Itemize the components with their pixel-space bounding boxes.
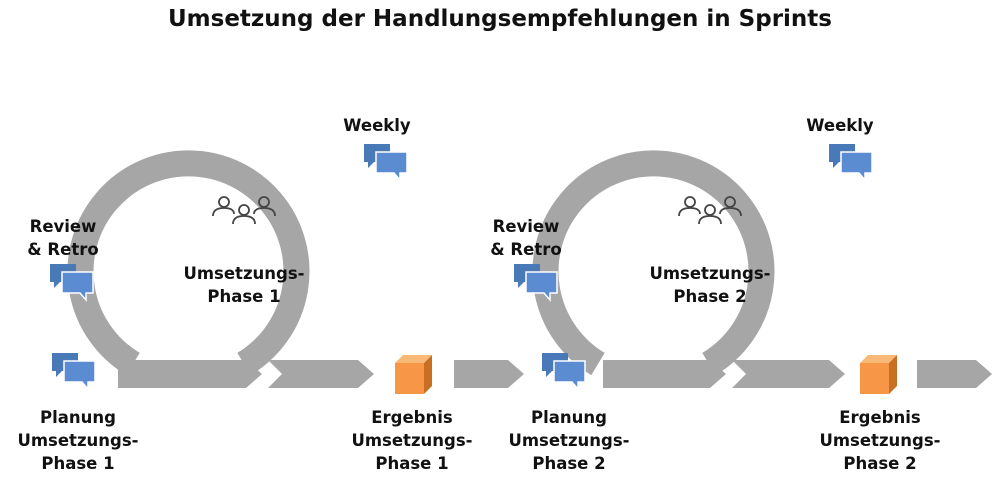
review-retro-label: Review & Retro	[27, 217, 99, 259]
arrow-segment	[917, 360, 992, 388]
diagram-title: Umsetzung der Handlungsempfehlungen in S…	[167, 6, 832, 32]
chat-bubbles-icon	[363, 143, 408, 181]
arrow-segment	[268, 360, 374, 388]
chat-bubbles-icon	[51, 352, 96, 390]
review-retro-label: Review & Retro	[490, 217, 562, 259]
planning-label: Planung Umsetzungs- Phase 2	[508, 408, 630, 473]
result-label: Ergebnis Umsetzungs- Phase 2	[819, 408, 941, 473]
result-label: Ergebnis Umsetzungs- Phase 1	[351, 408, 473, 473]
orange-cube-icon	[395, 355, 432, 394]
arrow-segment	[454, 360, 524, 388]
weekly-label: Weekly	[806, 116, 874, 135]
planning-label: Planung Umsetzungs- Phase 1	[17, 408, 139, 473]
sprint-2-graphics	[513, 143, 992, 394]
orange-cube-icon	[860, 355, 897, 394]
phase-label: Umsetzungs- Phase 2	[649, 264, 771, 306]
phase-label: Umsetzungs- Phase 1	[183, 264, 305, 306]
weekly-label: Weekly	[343, 116, 411, 135]
sprint-1-graphics	[49, 143, 524, 394]
arrow-segment	[732, 360, 845, 388]
arrow-segment	[118, 360, 262, 388]
arrow-segment	[603, 360, 726, 388]
chat-bubbles-icon	[828, 143, 873, 181]
